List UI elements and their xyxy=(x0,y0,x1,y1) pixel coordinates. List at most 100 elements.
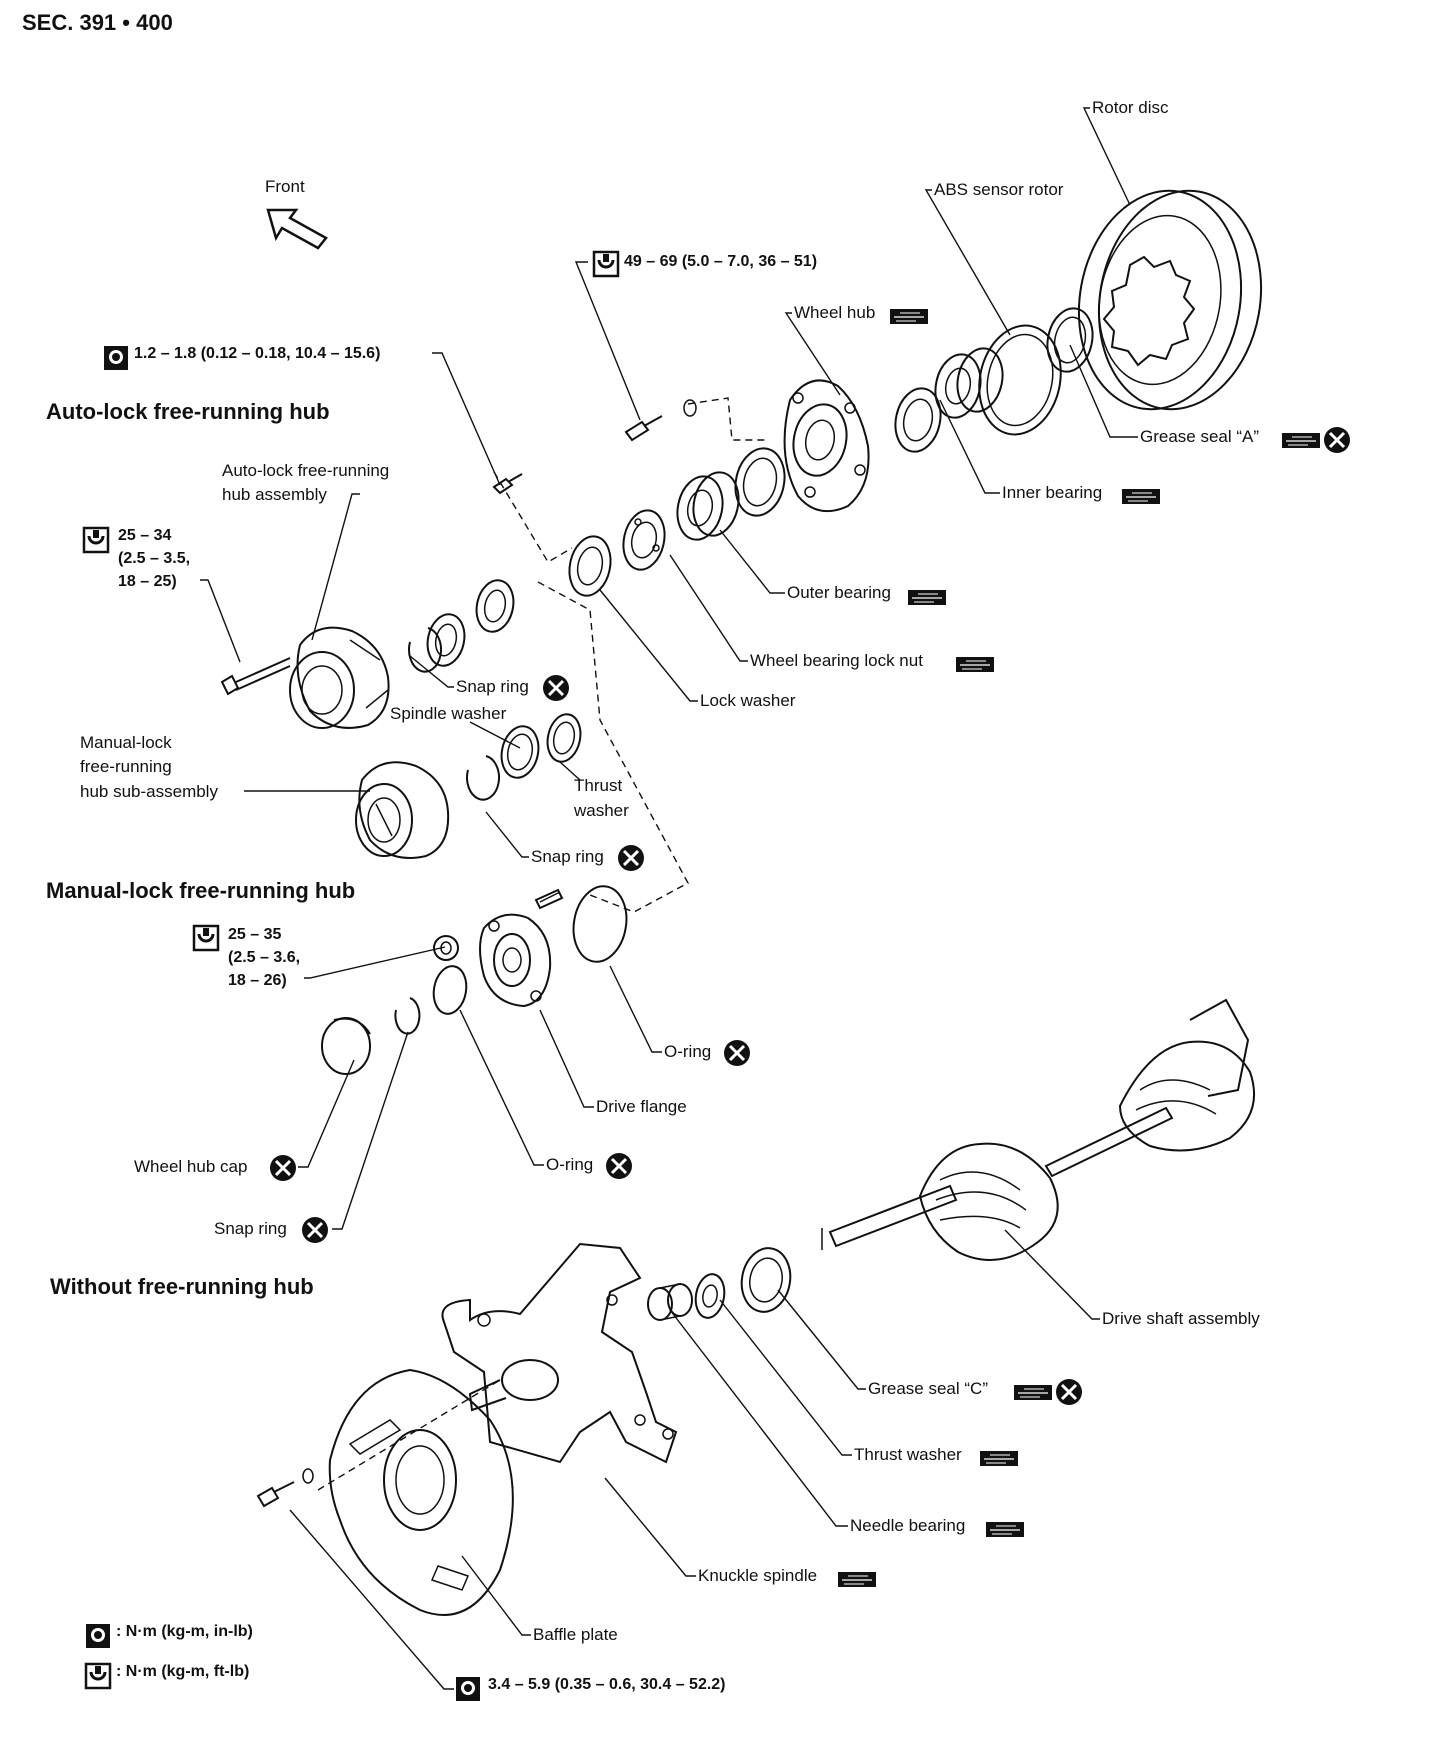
label-knuckle-spindle: Knuckle spindle xyxy=(698,1566,817,1585)
grease-icon xyxy=(985,1521,1025,1538)
drive-flange xyxy=(479,913,552,1008)
legend-ftlb-text: : N·m (kg-m, ft-lb) xyxy=(116,1663,249,1680)
label-auto-hub-assembly-2: hub assembly xyxy=(222,485,327,504)
inner-bearing xyxy=(894,347,1004,453)
label-rotor-disc: Rotor disc xyxy=(1092,98,1169,117)
svg-text:(2.5 – 3.5,: (2.5 – 3.5, xyxy=(118,550,190,567)
label-o-ring-lower: O-ring xyxy=(546,1155,593,1174)
label-spindle-washer: Spindle washer xyxy=(390,704,507,723)
replace-icon xyxy=(1322,425,1352,455)
grease-icon xyxy=(1121,488,1161,505)
torque-ftlb-icon xyxy=(82,526,110,554)
snap-ring-middle xyxy=(466,755,501,801)
heading-manual-lock-hub: Manual-lock free-running hub xyxy=(46,878,355,903)
label-manual-hub-sub-3: hub sub-assembly xyxy=(80,782,218,801)
grease-seal-a xyxy=(1046,307,1094,373)
wheel-hub-bolt xyxy=(624,399,697,442)
torque-manual-hub-nut: 25 – 35 (2.5 – 3.6, 18 – 26) xyxy=(192,924,300,989)
torque-lock-washer-screw: 1.2 – 1.8 (0.12 – 0.18, 10.4 – 15.6) xyxy=(104,345,380,370)
label-manual-hub-sub-2: free-running xyxy=(80,757,172,776)
replace-icon xyxy=(722,1038,752,1068)
torque-inlb-icon xyxy=(86,1624,110,1648)
thrust-washer xyxy=(694,1273,726,1319)
label-grease-seal-a: Grease seal “A” xyxy=(1140,427,1259,446)
lock-washer xyxy=(568,535,612,597)
torque-wheel-hub-bolt: 49 – 69 (5.0 – 7.0, 36 – 51) xyxy=(592,250,817,278)
label-baffle-plate: Baffle plate xyxy=(533,1625,618,1644)
torque-ftlb-icon xyxy=(592,250,620,278)
wheel-hub xyxy=(783,379,870,513)
replace-icon xyxy=(300,1215,330,1245)
washer-upper-1 xyxy=(426,613,466,667)
legend-inlb-text: : N·m (kg-m, in-lb) xyxy=(116,1623,253,1640)
label-drive-shaft-assembly: Drive shaft assembly xyxy=(1102,1309,1260,1328)
rotor-disc xyxy=(1077,189,1263,411)
replace-icon xyxy=(616,843,646,873)
label-thrust-washer: Thrust washer xyxy=(854,1445,962,1464)
label-wheel-hub-cap: Wheel hub cap xyxy=(134,1157,247,1176)
grease-icon xyxy=(1281,432,1321,449)
svg-text:18 – 26): 18 – 26) xyxy=(228,972,287,989)
label-manual-hub-sub: Manual-lock xyxy=(80,733,172,752)
grease-seal-c xyxy=(740,1247,792,1313)
wheel-bearing-lock-nut xyxy=(622,509,666,571)
label-snap-ring-middle: Snap ring xyxy=(531,847,604,866)
grease-icon xyxy=(979,1450,1019,1467)
replace-icon xyxy=(541,673,571,703)
svg-text:25 – 35: 25 – 35 xyxy=(228,926,281,943)
torque-inlb-icon xyxy=(104,346,128,370)
snap-ring-lower xyxy=(394,997,421,1035)
grease-icon xyxy=(889,308,929,325)
o-ring-lower xyxy=(432,965,468,1015)
thrust-washer-upper xyxy=(546,713,582,763)
wheel-hub-cap xyxy=(321,1017,371,1075)
label-thrust-washer-upper-2: washer xyxy=(573,801,629,820)
front-label: Front xyxy=(265,177,305,196)
section-number: SEC. 391 • 400 xyxy=(22,10,173,35)
replace-icon xyxy=(1054,1377,1084,1407)
torque-ftlb-icon xyxy=(84,1662,112,1690)
grease-icon xyxy=(907,589,947,606)
replace-icon xyxy=(604,1151,634,1181)
abs-sensor-rotor xyxy=(978,324,1062,436)
spindle-washer xyxy=(500,725,540,779)
label-wheel-bearing-lock-nut: Wheel bearing lock nut xyxy=(750,651,923,670)
legend: : N·m (kg-m, in-lb) : N·m (kg-m, ft-lb) xyxy=(84,1623,253,1690)
torque-value: 1.2 – 1.8 (0.12 – 0.18, 10.4 – 15.6) xyxy=(134,345,380,362)
torque-inlb-icon xyxy=(456,1677,480,1701)
torque-value: 3.4 – 5.9 (0.35 – 0.6, 30.4 – 52.2) xyxy=(488,1676,726,1693)
label-wheel-hub: Wheel hub xyxy=(794,303,875,322)
torque-auto-hub-bolt: 25 – 34 (2.5 – 3.5, 18 – 25) xyxy=(82,526,190,590)
front-arrow-icon xyxy=(266,208,328,250)
label-lock-washer: Lock washer xyxy=(700,691,796,710)
label-outer-bearing: Outer bearing xyxy=(787,583,891,602)
baffle-plate xyxy=(328,1368,514,1616)
label-abs-sensor-rotor: ABS sensor rotor xyxy=(934,180,1064,199)
outer-bearing xyxy=(676,447,786,541)
label-grease-seal-c: Grease seal “C” xyxy=(868,1379,988,1398)
washer-upper-2 xyxy=(475,579,515,633)
label-needle-bearing: Needle bearing xyxy=(850,1516,965,1535)
leader-lines xyxy=(200,107,1138,1690)
baffle-bolt xyxy=(256,1468,314,1508)
label-snap-ring-upper: Snap ring xyxy=(456,677,529,696)
svg-text:(2.5 – 3.6,: (2.5 – 3.6, xyxy=(228,949,300,966)
torque-ftlb-icon xyxy=(192,924,220,952)
label-snap-ring-lower: Snap ring xyxy=(214,1219,287,1238)
torque-value: 49 – 69 (5.0 – 7.0, 36 – 51) xyxy=(624,253,817,270)
label-thrust-washer-upper: Thrust xyxy=(574,776,622,795)
lock-washer-screw xyxy=(492,473,523,495)
svg-text:25 – 34: 25 – 34 xyxy=(118,527,171,544)
knuckle-spindle xyxy=(441,1242,678,1464)
grease-icon xyxy=(837,1571,877,1588)
grease-icon xyxy=(955,656,995,673)
manual-lock-hub-sub-assembly xyxy=(355,761,450,859)
replace-icon xyxy=(268,1153,298,1183)
snap-ring-upper xyxy=(408,627,443,673)
manual-hub-nut xyxy=(433,935,459,961)
torque-baffle-bolt: 3.4 – 5.9 (0.35 – 0.6, 30.4 – 52.2) xyxy=(456,1676,726,1701)
o-ring-upper xyxy=(572,885,628,963)
auto-lock-hub-assembly xyxy=(289,626,390,729)
